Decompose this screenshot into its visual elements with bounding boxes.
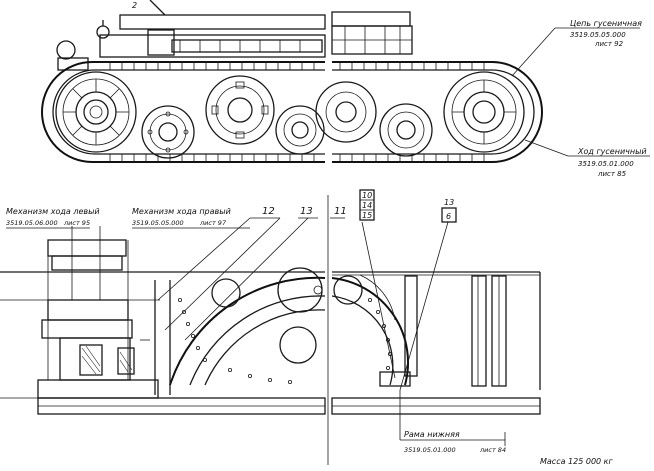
callout-code: 3519.05.05.000 xyxy=(132,219,184,227)
position-number: 12 xyxy=(262,206,275,217)
callout-sheet: лист 95 xyxy=(63,219,90,227)
drive-sprocket-left xyxy=(55,71,137,153)
callout-sheet: лист 84 xyxy=(479,446,506,454)
callout-crawler-track: Ход гусеничный 3519.05.01.000 лист 85 xyxy=(577,147,647,178)
bolt-ring-left xyxy=(177,297,292,384)
road-wheel-5 xyxy=(379,103,433,157)
callout-code: 3519.05.01.000 xyxy=(578,160,634,168)
callout-title: Ход гусеничный xyxy=(577,147,647,156)
callout-code: 3519.05.06.000 xyxy=(6,219,58,227)
callout-sheet: лист 97 xyxy=(199,219,227,227)
callout-title: Рама нижняя xyxy=(404,430,460,439)
track-shoes-upper xyxy=(109,62,315,162)
callout-title: Механизм хода левый xyxy=(6,207,100,216)
callout-title: Цепь гусеничная xyxy=(570,19,642,28)
callout-chain-tension: Цепь гусеничная 3519.05.05.000 лист 92 xyxy=(570,19,642,48)
position-number: 10 xyxy=(362,191,372,200)
position-number: 13 xyxy=(444,198,454,207)
road-wheel-4 xyxy=(315,81,377,143)
callout-travel-left: Механизм хода левый 3519.05.06.000 лист … xyxy=(6,207,100,227)
callout-title: Механизм хода правый xyxy=(132,207,231,216)
position-number: 15 xyxy=(362,211,372,220)
callout-sheet: лист 92 xyxy=(594,40,624,48)
callout-sheet: лист 85 xyxy=(597,170,627,178)
position-number: 2 xyxy=(132,1,137,10)
road-wheel-2 xyxy=(205,75,275,145)
callout-travel-right: Механизм хода правый 3519.05.05.000 лист… xyxy=(132,207,231,227)
position-number: 14 xyxy=(362,201,372,210)
frame-section-view xyxy=(0,189,541,465)
position-number: 11 xyxy=(334,206,347,217)
crawler-track-view xyxy=(41,0,650,163)
position-number: 13 xyxy=(300,206,313,217)
road-wheel-3 xyxy=(275,105,325,155)
callout-code: 3519.05.05.000 xyxy=(570,31,626,39)
position-number: 6 xyxy=(446,212,451,221)
mass-label: Масса 125 000 кг xyxy=(540,457,614,466)
callout-code: 3519.05.01.000 xyxy=(404,446,456,454)
idler-wheel-right xyxy=(443,71,525,153)
callout-frame-lower: Рама нижняя 3519.05.01.000 лист 84 xyxy=(404,430,506,454)
road-wheel-1 xyxy=(141,105,195,159)
